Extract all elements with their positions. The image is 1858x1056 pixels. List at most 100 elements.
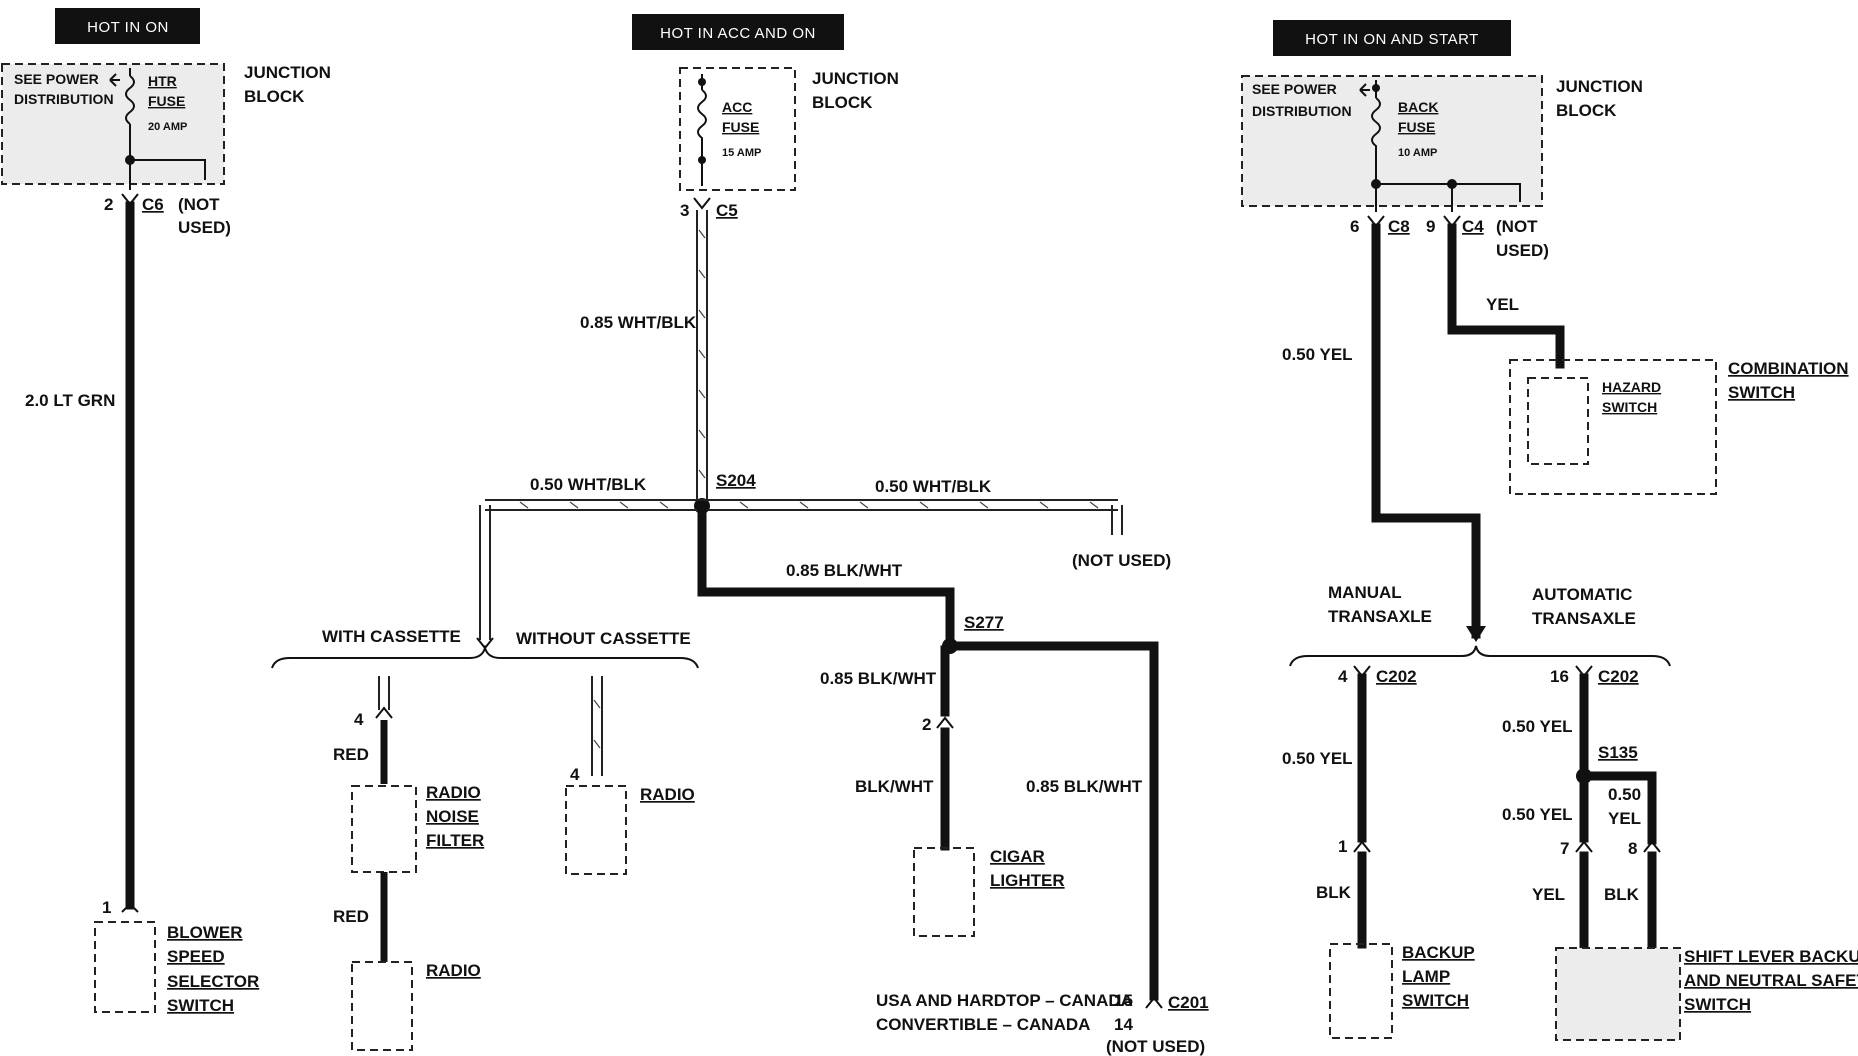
device-label-3: FILTER [426, 831, 484, 850]
combination-label-2: SWITCH [1728, 383, 1795, 402]
connector-icon [1575, 840, 1593, 853]
device-label-3: SWITCH [1402, 991, 1469, 1010]
combination-switch-box [1509, 359, 1717, 495]
automatic-label-1: AUTOMATIC [1532, 585, 1632, 604]
combination-label-1: COMBINATION [1728, 359, 1849, 378]
connector-icon [936, 716, 954, 729]
fuse-name: ACC [722, 99, 752, 115]
junction-label-2: BLOCK [244, 87, 305, 106]
device-label: RADIO [640, 785, 695, 804]
fuse-name: HTR [148, 73, 177, 89]
fuse-label: FUSE [1398, 119, 1435, 135]
hot-label-box [1273, 20, 1511, 56]
wire-label-blk: BLK [1604, 885, 1640, 904]
with-cassette: WITH CASSETTE [322, 627, 461, 646]
right-circuit: HOT IN ON AND START SEE POWER DISTRIBUTI… [1241, 20, 1858, 1041]
device-label-1: RADIO [426, 783, 481, 802]
junction-label-2: BLOCK [812, 93, 873, 112]
wire-label: 0.50 YEL [1282, 345, 1353, 364]
see-power-line1: SEE POWER [1252, 81, 1337, 97]
arrow-left-icon [1359, 83, 1370, 97]
wire [591, 676, 603, 776]
wire-hatch [593, 699, 601, 749]
device-label-2: AND NEUTRAL SAFETY [1684, 971, 1858, 990]
cassette-wire [479, 505, 491, 640]
wire-label-2: YEL [1608, 809, 1641, 828]
hazard-switch-box [1527, 377, 1589, 465]
fuse-rating: 15 AMP [722, 147, 761, 159]
device-label-1: BLOWER [167, 923, 243, 942]
fuse-label: FUSE [722, 119, 759, 135]
device-label-3: SWITCH [1684, 995, 1751, 1014]
wire-hatch [519, 501, 1099, 509]
wire [696, 210, 708, 505]
junction-block-box [679, 67, 796, 191]
c201-connector: C201 [1168, 993, 1209, 1012]
fuse-node [698, 156, 706, 164]
wire-label: BLK/WHT [855, 777, 934, 796]
wire-label: 0.85 BLK/WHT [820, 669, 937, 688]
see-power-line2: DISTRIBUTION [14, 91, 114, 107]
device-pin: 1 [102, 898, 111, 917]
blower-switch-box [94, 921, 156, 1013]
junction-label-1: JUNCTION [1556, 77, 1643, 96]
junction-label-1: JUNCTION [812, 69, 899, 88]
device-label: RADIO [426, 961, 481, 980]
not-used-1: (NOT [178, 195, 220, 214]
middle-circuit: HOT IN ACC AND ON ACC FUSE 15 AMP JUNCTI… [271, 14, 1209, 1056]
see-power-line1: SEE POWER [14, 71, 99, 87]
connector-icon [693, 197, 711, 210]
hot-label-box [55, 8, 200, 44]
automatic-label-2: TRANSAXLE [1532, 609, 1636, 628]
arrow-down-icon [1466, 626, 1486, 642]
device-label-3: SELECTOR [167, 972, 259, 991]
device-label-2: LAMP [1402, 967, 1450, 986]
connector-icon [1643, 840, 1661, 853]
wire-label-1: 0.50 [1608, 785, 1641, 804]
pin-number: 3 [680, 201, 689, 220]
hot-label: HOT IN ACC AND ON [660, 25, 816, 42]
wire-label: YEL [1486, 295, 1519, 314]
device-label-1: BACKUP [1402, 943, 1475, 962]
wire-label: RED [333, 907, 369, 926]
wire [945, 641, 1159, 1001]
wire [1371, 223, 1481, 639]
pin-number: 16 [1550, 667, 1569, 686]
splice-label: S135 [1598, 743, 1638, 762]
pin-number: 4 [354, 710, 364, 729]
device-label-2: NOISE [426, 807, 479, 826]
connector-name: C202 [1376, 667, 1417, 686]
wire [378, 676, 390, 710]
not-used-stub [1111, 505, 1123, 535]
wire-label: 0.85 BLK/WHT [786, 561, 903, 580]
wire-label: 2.0 LT GRN [25, 391, 115, 410]
wire-hatch [698, 229, 706, 479]
c8-connector: C8 [1388, 217, 1410, 236]
connector-name: C6 [142, 195, 164, 214]
connector-icon [1145, 996, 1163, 1009]
device-label-2: LIGHTER [990, 871, 1065, 890]
pin-8: 8 [1628, 839, 1637, 858]
branch-wire [485, 499, 1118, 511]
fuse-rating: 10 AMP [1398, 147, 1437, 159]
junction-label-2: BLOCK [1556, 101, 1617, 120]
without-cassette: WITHOUT CASSETTE [516, 629, 691, 648]
hazard-label-1: HAZARD [1602, 379, 1661, 395]
splice-label: S204 [716, 471, 756, 490]
c201-not-used: (NOT USED) [1106, 1037, 1205, 1056]
radio-box [351, 961, 413, 1051]
wire-label: 0.85 WHT/BLK [580, 313, 697, 332]
wire [1447, 223, 1565, 369]
device-label-1: SHIFT LEVER BACKUP [1684, 947, 1858, 966]
fuse-label: FUSE [148, 93, 185, 109]
wire [1579, 771, 1657, 845]
pin-number: 4 [570, 765, 580, 784]
manual-label-1: MANUAL [1328, 583, 1402, 602]
c201-convertible: CONVERTIBLE – CANADA [876, 1015, 1090, 1034]
pin-number: 2 [104, 195, 113, 214]
bus-node [125, 155, 135, 165]
pin-c4: 9 [1426, 217, 1435, 236]
device-label-1: CIGAR [990, 847, 1045, 866]
radio-box [565, 785, 627, 875]
